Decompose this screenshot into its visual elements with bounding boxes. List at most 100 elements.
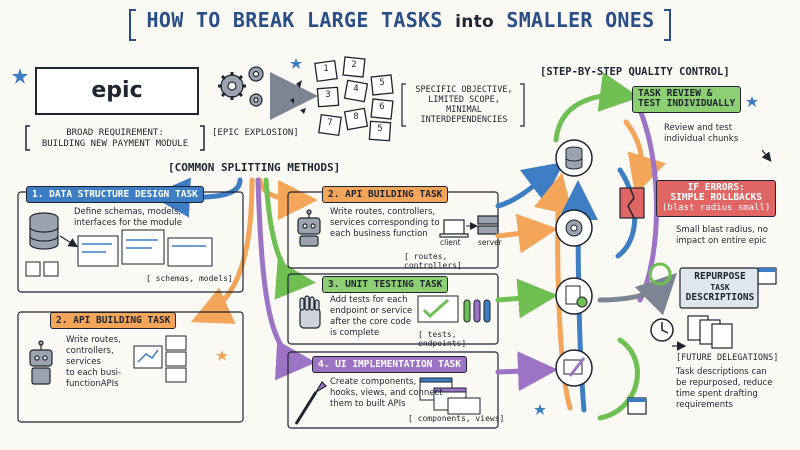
- requirement-bracket: [25, 125, 205, 151]
- ui-title: 4. UI IMPLEMENTATION TASK: [312, 356, 467, 373]
- loop-arrow-bottom: [597, 337, 640, 421]
- branch-arrow-unit-testing: [263, 177, 316, 300]
- clock-icon: [650, 318, 674, 342]
- epic-fragments: [314, 56, 394, 142]
- laptop-icon: [439, 219, 469, 238]
- repurpose-line-1: Task descriptions can: [676, 367, 767, 377]
- flow-arrow-api-to-gear: [495, 213, 558, 254]
- robot-icon: [29, 340, 53, 385]
- gear-icon: [565, 219, 583, 237]
- review-title: TASK REVIEW & TEST INDIVIDUALLY: [632, 86, 742, 113]
- title-prefix: HOW TO BREAK LARGE TASKS: [146, 8, 443, 32]
- api-center-line-1: Write routes, controllers,: [330, 207, 436, 217]
- repurpose-title-line-1: REPURPOSE: [694, 271, 746, 282]
- repurpose-line-3: time spent drafting: [676, 389, 758, 399]
- review-line-2: individual chunks: [664, 134, 739, 144]
- fragment-shards: [290, 80, 306, 114]
- data-structure-title: 1. DATA STRUCTURE DESIGN TASK: [26, 186, 204, 203]
- database-icon: [29, 212, 59, 250]
- test-tube-icon: [463, 299, 491, 323]
- document-icon: [687, 315, 733, 349]
- api-center-tag: [ routes, controllers]: [404, 252, 462, 271]
- api-center-line-2: services corresponding to: [330, 218, 440, 228]
- repurpose-box: [679, 267, 759, 309]
- repurpose-line-4: requirements: [676, 400, 733, 410]
- data-structure-line-2: interfaces for the module: [74, 218, 182, 228]
- unit-testing-line-4: is complete: [330, 328, 380, 338]
- api-left-windows: [133, 335, 187, 383]
- fragment-number: 5: [377, 124, 383, 134]
- review-title-line-1: TASK REVIEW &: [638, 88, 713, 99]
- title-bracket: [129, 9, 671, 41]
- fragment-number: 4: [353, 84, 359, 94]
- qc-node-brush: [555, 349, 593, 387]
- qc-node-gear: [555, 209, 593, 247]
- unit-testing-line-1: Add tests for each: [330, 295, 408, 305]
- branch-arrow-api-left: [190, 177, 255, 324]
- client-label: client: [440, 238, 461, 247]
- epic-box: [35, 67, 199, 115]
- api-left-line-3: services: [66, 357, 101, 367]
- checklist-icon: [565, 285, 588, 308]
- hand-icon: [299, 295, 321, 329]
- gear-icon: [248, 66, 264, 82]
- future-delegations-label: [FUTURE DELEGATIONS]: [676, 353, 779, 363]
- schema-windows: [25, 229, 213, 277]
- calendar-icon: [757, 267, 777, 285]
- repurpose-title-line-2: TASK: [710, 283, 730, 292]
- robot-icon: [297, 209, 321, 247]
- unit-testing-line-2: endpoint or service: [330, 306, 413, 316]
- errors-line-1: Small blast radius, no: [676, 225, 769, 235]
- ui-line-3: them to built APIs: [330, 399, 406, 409]
- fragment-number: 3: [325, 90, 331, 100]
- unit-testing-line-3: after the core code: [330, 317, 412, 327]
- review-note-arrow: [761, 149, 772, 162]
- objective-line-1: SPECIFIC OBJECTIVE,: [415, 85, 513, 95]
- errors-title-line-3: (blast radius small): [662, 202, 771, 213]
- gear-icon: [249, 93, 263, 107]
- epic-explosion-label: [EPIC EXPLOSION]: [212, 128, 299, 138]
- flow-arrow-api-to-db: [495, 161, 564, 209]
- errors-line-2: impact on entire epic: [676, 236, 767, 246]
- database-icon: [565, 146, 583, 170]
- review-title-line-2: TEST INDIVIDUALLY: [638, 98, 736, 110]
- api-center-title: 2. API BUILDING TASK: [322, 186, 449, 203]
- recycle-icon: [648, 262, 672, 286]
- api-left-line-1: Write routes,: [66, 335, 121, 345]
- errors-title-line-1: IF ERRORS:: [687, 182, 745, 193]
- requirement-line-1: BROAD REQUIREMENT:: [66, 128, 164, 138]
- branch-arrow-api-center: [257, 177, 318, 220]
- paintbrush-icon: [294, 381, 327, 425]
- fragment-number: 6: [379, 102, 385, 112]
- api-left-title: 2. API BUILDING TASK: [50, 312, 177, 329]
- fragment-number: 7: [327, 118, 333, 128]
- calendar-icon: [627, 397, 647, 415]
- fragment-number: 1: [323, 64, 329, 74]
- ui-line-1: Create components,: [330, 377, 417, 387]
- flow-arrow-test-to-check: [495, 278, 558, 319]
- branch-arrow-ui: [255, 177, 316, 381]
- fragment-number: 5: [379, 78, 385, 88]
- server-icon: [477, 215, 499, 235]
- paintbrush-icon: [563, 357, 586, 377]
- star-icon: [216, 350, 228, 361]
- loop-arrow-review: [553, 72, 640, 143]
- star-icon: [12, 58, 758, 415]
- quality-control-heading: [STEP-BY-STEP QUALITY CONTROL]: [540, 66, 730, 78]
- ui-windows: [419, 377, 481, 415]
- unit-testing-title: 3. UNIT TESTING TASK: [322, 276, 449, 293]
- qc-node-checklist: [555, 277, 593, 315]
- ui-line-2: hooks, views, and connect: [330, 388, 443, 398]
- errors-title-line-2: SIMPLE ROLLBACKS: [670, 192, 762, 204]
- test-window: [417, 295, 459, 323]
- objective-line-2: LIMITED SCOPE,: [428, 95, 500, 105]
- gear-icon: [218, 72, 246, 100]
- repurpose-title-line-3: DESCRIPTIONS: [685, 292, 755, 303]
- repurpose-line-2: be repurposed, reduce: [676, 378, 773, 388]
- data-structure-tag: [ schemas, models]: [146, 274, 233, 283]
- title-middle: into: [455, 12, 495, 32]
- title-suffix: SMALLER ONES: [506, 8, 655, 32]
- api-left-line-4: to each busi-: [66, 368, 122, 378]
